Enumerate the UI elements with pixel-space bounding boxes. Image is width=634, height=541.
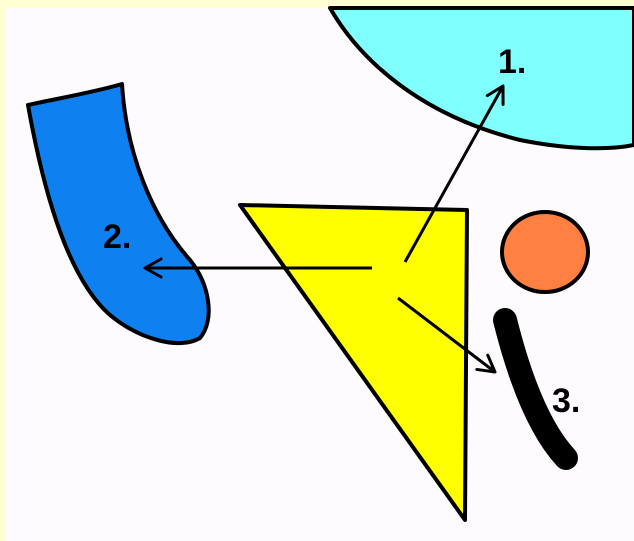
label-3: 3. [552,382,580,420]
cyan-blob-shape [328,6,634,151]
label-1: 1. [498,43,526,81]
arrow-3 [397,296,497,374]
orange-circle-shape [500,210,590,294]
label-2: 2. [103,218,131,256]
blue-blob-shape [26,82,211,346]
black-bar-shape [493,308,578,470]
yellow-triangle-shape [238,203,469,522]
arrow-1 [403,84,505,263]
